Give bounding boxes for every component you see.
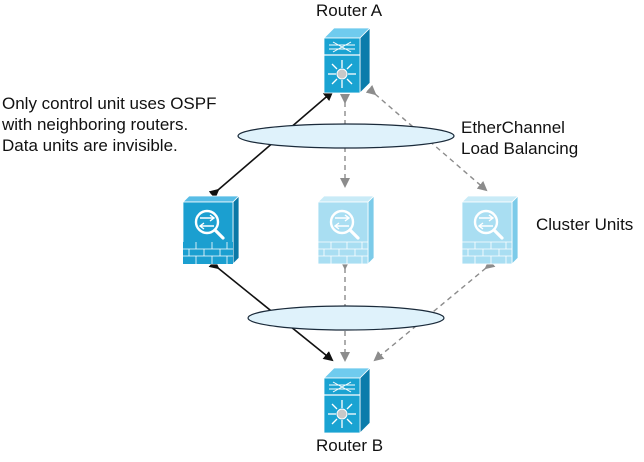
etherchannel-bottom-ellipse (247, 305, 445, 331)
cluster-units-label: Cluster Units (536, 215, 634, 234)
etherchannel-label-line-2: Load Balancing (461, 139, 579, 158)
ospf-note-line-2: with neighboring routers. (2, 115, 189, 134)
router-a-label: Router A (316, 1, 383, 20)
ospf-note-line-1: Only control unit uses OSPF (2, 94, 217, 113)
router-b-icon (323, 367, 371, 434)
data-unit-1-firewall-icon (317, 195, 375, 265)
etherchannel-top-ellipse (237, 123, 455, 149)
router-b-label: Router B (316, 436, 384, 455)
control-unit-firewall-icon (182, 195, 240, 265)
router-a-icon (323, 27, 371, 94)
ospf-note-line-3: Data units are invisible. (2, 136, 178, 155)
data-unit-2-firewall-icon (461, 195, 519, 265)
etherchannel-label-line-1: EtherChannel (461, 118, 565, 137)
